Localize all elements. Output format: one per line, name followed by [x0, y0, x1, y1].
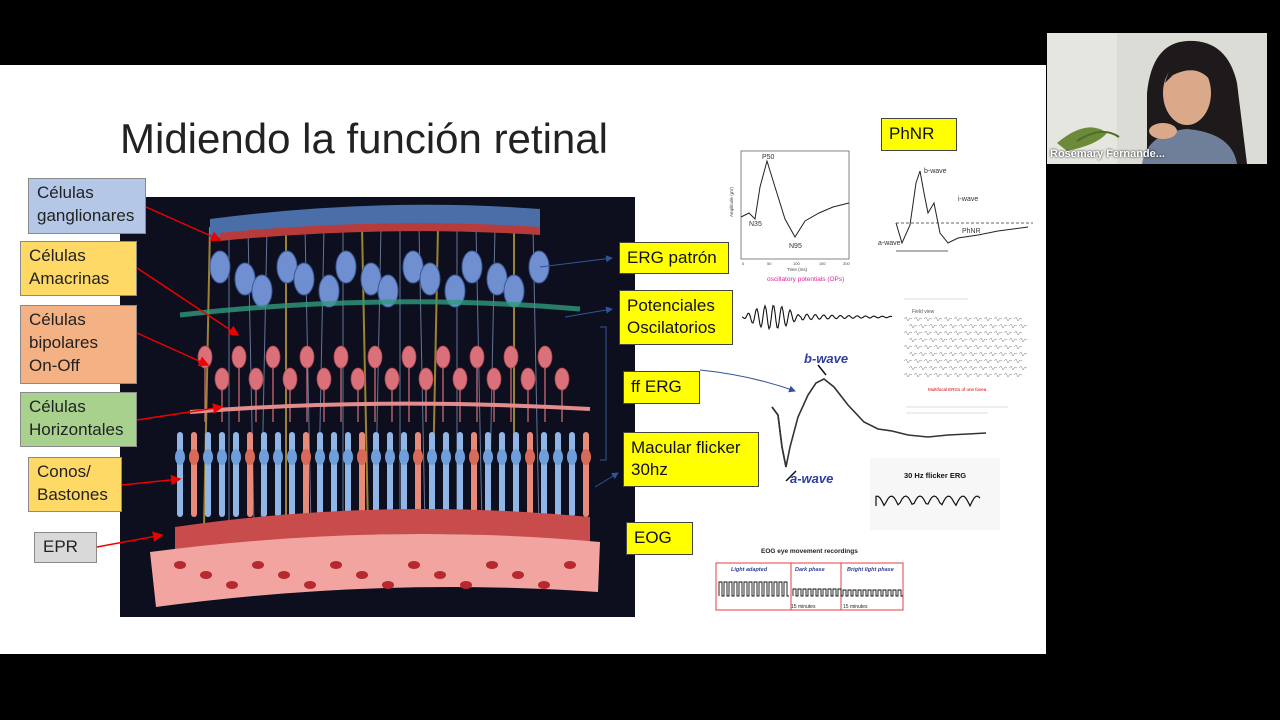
flicker-title: 30 Hz flicker ERG — [904, 471, 966, 480]
label-b-wave: b-wave — [804, 351, 848, 366]
label-cones-rods: Conos/ Bastones — [28, 457, 122, 512]
label-amacrine-cells: Células Amacrinas — [20, 241, 137, 296]
participant-name: Rosemary Fernande... — [1050, 148, 1165, 160]
label-phnr-wave: PhNR — [962, 228, 981, 235]
eog-title: EOG eye movement recordings — [761, 548, 858, 555]
label-i-wave: i-wave — [958, 196, 978, 203]
y-axis-label: Amplitude (µV) — [729, 187, 734, 217]
participant-video — [1047, 33, 1267, 164]
eog-phase-bright: Bright light phase — [847, 567, 894, 573]
x-tick: 0 — [742, 261, 745, 266]
ops-caption: oscillatory potentials (OPs) — [767, 276, 844, 283]
x-tick: 50 — [767, 261, 772, 266]
eog-phase-dark: Dark phase — [795, 567, 825, 573]
flicker-erg-plot: 30 Hz flicker ERG — [870, 458, 1000, 530]
label-bipolar-cells: Células bipolares On-Off — [20, 305, 137, 384]
eog-duration-dark: 15 minutes — [791, 604, 816, 610]
ops-trace — [742, 304, 893, 331]
eog-phase-light: Light adapted — [731, 567, 768, 573]
label-a-wave: a-wave — [878, 240, 901, 247]
ff-erg-plot: b-wave a-wave — [771, 351, 987, 486]
x-tick: 150 — [819, 261, 826, 266]
mferg-plot: Field view Multifocal ERGs of one fovea — [903, 298, 1028, 414]
eog-plot: Light adapted Dark phase Bright light ph… — [715, 562, 904, 611]
x-axis-label: Time (ms) — [787, 267, 808, 272]
connector-arrows — [96, 206, 796, 548]
mferg-title: Field view — [912, 309, 935, 315]
slide-title: Midiendo la función retinal — [120, 115, 608, 162]
label-ganglion-cells: Células ganglionares — [28, 178, 146, 234]
label-pattern-erg: ERG patrón — [619, 242, 729, 274]
label-eog: EOG — [626, 522, 693, 555]
phnr-plot: b-wave i-wave a-wave PhNR — [878, 168, 1033, 252]
mferg-caption: Multifocal ERGs of one fovea — [928, 387, 987, 392]
eog-duration-bright: 15 minutes — [843, 604, 868, 610]
x-tick: 200 — [843, 261, 850, 266]
label-n35: N35 — [749, 221, 762, 228]
pattern-erg-plot: P50 N35 N95 Amplitude (µV) 0 50 100 150 … — [729, 150, 850, 283]
retina-illustration — [120, 197, 635, 617]
label-rpe: EPR — [34, 532, 97, 563]
x-tick: 100 — [793, 261, 800, 266]
label-b-wave: b-wave — [924, 168, 947, 175]
label-oscillatory-potentials: Potenciales Oscilatorios — [619, 290, 733, 345]
label-horizontal-cells: Células Horizontales — [20, 392, 137, 447]
label-n95: N95 — [789, 243, 802, 250]
presentation-slide: Midiendo la función retinal Células gang… — [0, 65, 1046, 654]
label-macular-flicker: Macular flicker 30hz — [623, 432, 759, 487]
label-phnr: PhNR — [881, 118, 957, 151]
label-a-wave: a-wave — [790, 471, 833, 486]
label-p50: P50 — [762, 154, 775, 161]
participant-video-tile[interactable]: Rosemary Fernande... — [1047, 33, 1267, 164]
label-ff-erg: ff ERG — [623, 371, 700, 404]
